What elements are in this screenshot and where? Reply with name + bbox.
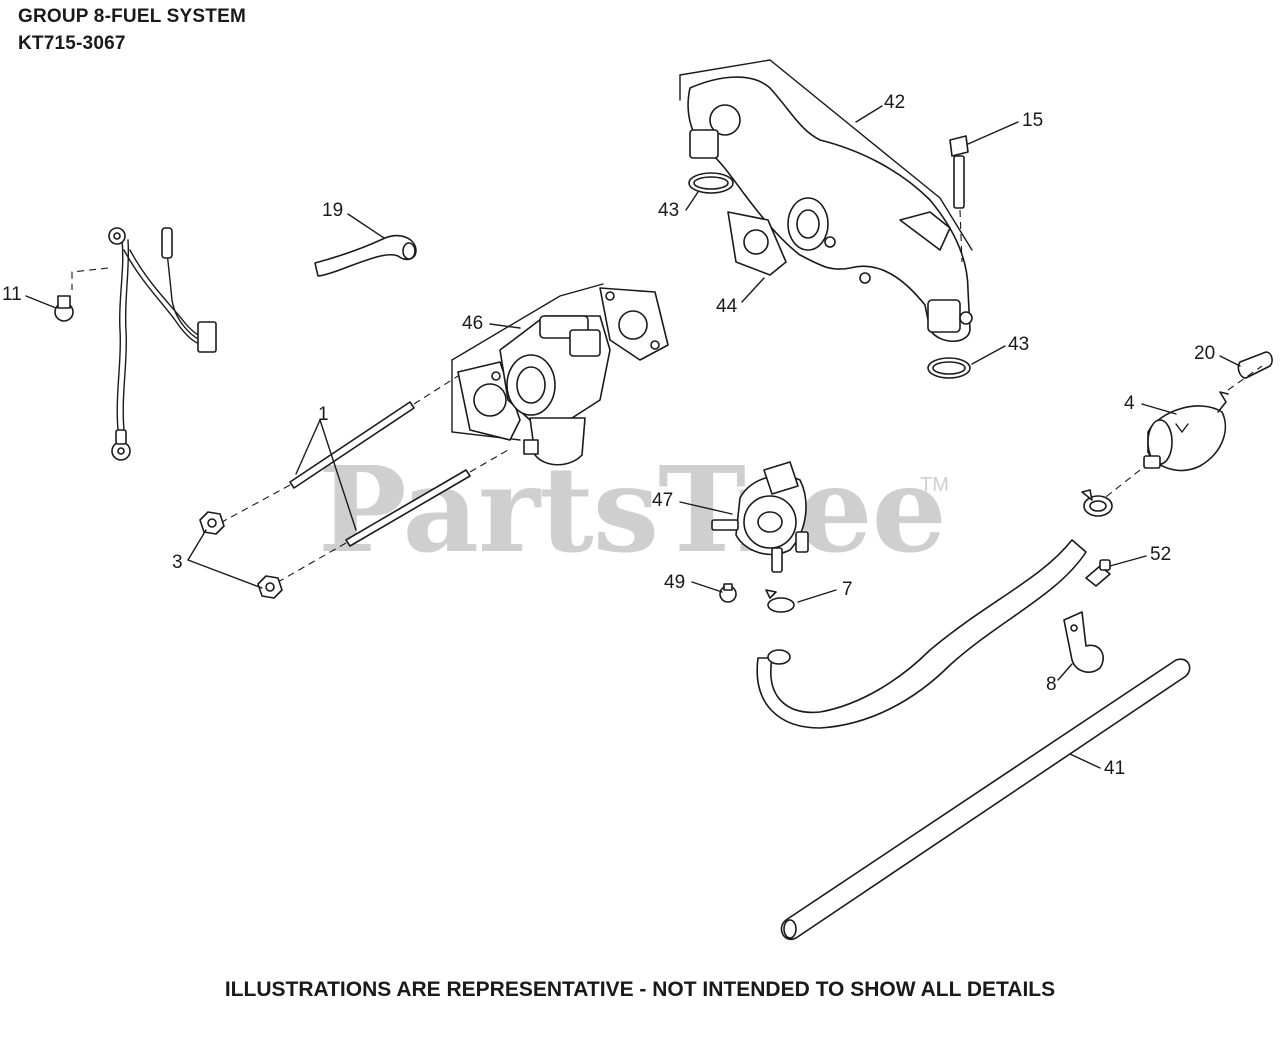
callout-43-lower[interactable]: 43 [1008,334,1030,355]
callout-7[interactable]: 7 [842,579,853,600]
callout-41[interactable]: 41 [1104,758,1126,779]
callout-3[interactable]: 3 [172,552,183,573]
hose-part-19[interactable] [314,234,417,277]
hose-clamp-part[interactable] [1081,489,1113,517]
callout-4[interactable]: 4 [1124,393,1135,414]
watermark-text: PartsTree [318,440,947,579]
callout-43-upper[interactable]: 43 [658,200,680,221]
fuel-pump-part-47[interactable] [711,461,809,573]
gasket-part-44[interactable] [727,211,787,276]
callout-52[interactable]: 52 [1150,544,1172,565]
callout-49[interactable]: 49 [664,572,686,593]
callout-46[interactable]: 46 [462,313,484,334]
callout-19[interactable]: 19 [322,200,344,221]
wiring-harness-part[interactable] [71,227,217,461]
callout-11[interactable]: 11 [2,284,22,305]
fuel-line-part-41[interactable] [780,658,1191,941]
callout-47[interactable]: 47 [652,490,674,511]
callout-20[interactable]: 20 [1194,343,1216,364]
watermark-trademark: TM [920,474,949,496]
callout-42[interactable]: 42 [884,92,906,113]
gasket-part-43-upper[interactable] [688,172,734,194]
disclaimer-note: ILLUSTRATIONS ARE REPRESENTATIVE - NOT I… [224,978,1056,1001]
screw-part-11[interactable] [54,295,74,322]
stud-part-1-upper[interactable] [221,375,459,523]
callout-8[interactable]: 8 [1046,674,1057,695]
callout-44[interactable]: 44 [716,296,738,317]
screw-part-49[interactable] [719,583,737,603]
leader-lines [25,105,1241,769]
fuel-filter-part-4[interactable] [1101,365,1263,501]
nut-part-3-upper[interactable] [199,511,225,535]
model-number: KT715-3067 [18,33,126,54]
connector-part-52[interactable] [1085,559,1111,587]
clip-part-8[interactable] [1063,611,1104,673]
diagram-title: GROUP 8-FUEL SYSTEM [18,6,246,27]
callout-1[interactable]: 1 [318,404,329,425]
gasket-part-43-lower[interactable] [927,357,971,379]
bolt-part-15[interactable] [949,135,969,263]
nut-part-3-lower[interactable] [257,575,283,599]
fitting-part-20[interactable] [1237,351,1273,379]
fuel-line-curved[interactable] [756,539,1087,729]
stud-part-1-lower[interactable] [277,449,509,583]
intake-manifold-part-42[interactable] [679,59,973,343]
carburetor-part-46[interactable] [451,283,669,466]
clamp-part-7[interactable] [765,589,795,613]
callout-15[interactable]: 15 [1022,110,1044,131]
